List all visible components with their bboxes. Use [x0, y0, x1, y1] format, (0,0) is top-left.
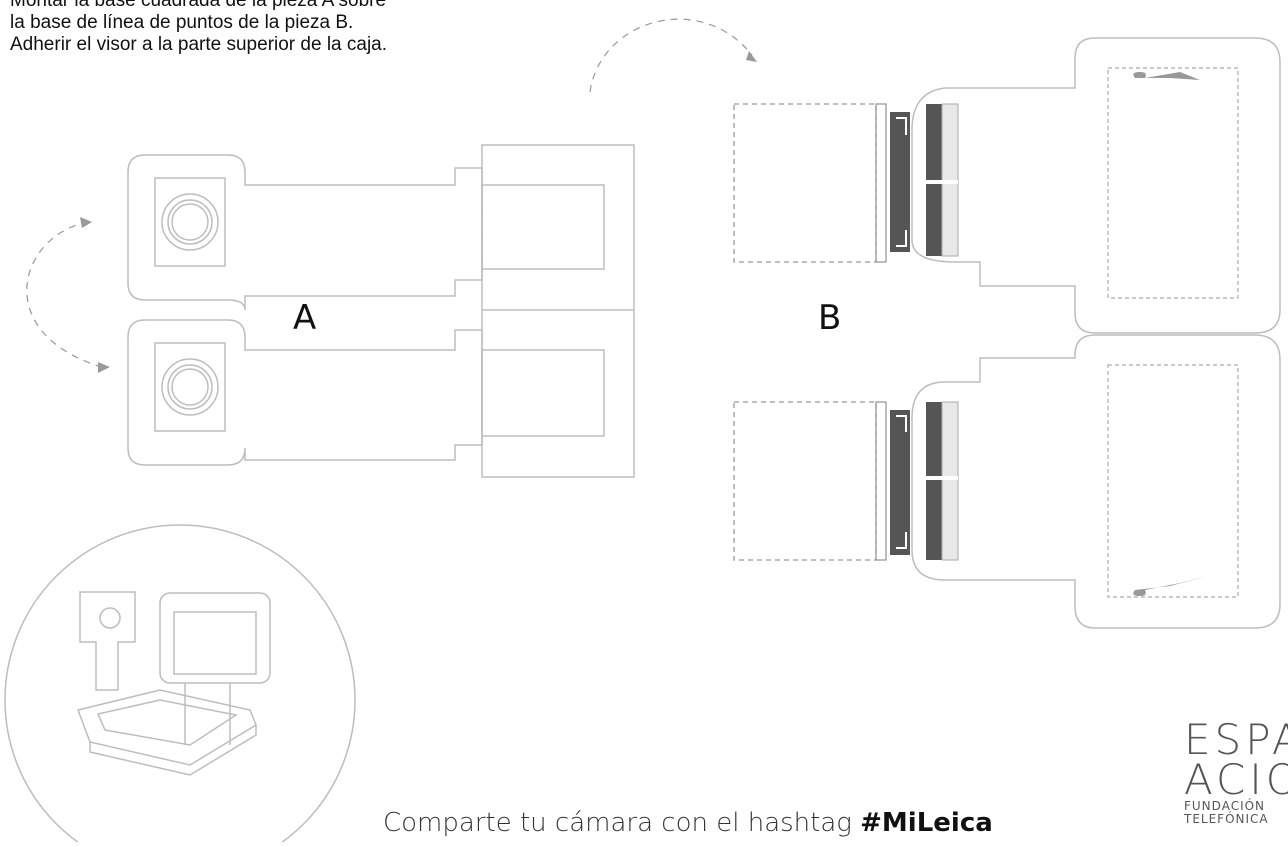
instructions-line-2: la base de línea de puntos de la pieza B… [10, 12, 354, 33]
part-a-label: A [293, 298, 317, 338]
part-b-bottom-thin-strip [875, 401, 887, 561]
preview-frame-outer [159, 592, 271, 684]
part-a-top-lens-outer [161, 193, 219, 251]
flip-arrow-a [26, 221, 99, 367]
part-b-bottom-dark-right [926, 402, 942, 560]
part-b-top-thin-strip [875, 103, 887, 263]
part-b-top-dark-left [890, 112, 910, 252]
footer-prefix: Comparte tu cámara con el hashtag [383, 808, 861, 838]
part-b-top-gap [926, 180, 958, 184]
part-b-bottom-dark-left-notch [896, 415, 907, 549]
logo-line-4: TELEFÓNICA [1184, 812, 1269, 826]
part-a-bottom-lens-frame [154, 342, 226, 432]
preview-base-front [89, 725, 257, 776]
part-b-label: B [818, 298, 842, 338]
part-a-bottom-outline [127, 319, 483, 466]
flip-arrow-a-path [26, 221, 99, 367]
part-b-bottom [733, 334, 1281, 629]
part-b-bottom-dark-left [890, 410, 910, 555]
preview-base-inner [96, 699, 238, 746]
preview-circle [4, 524, 356, 847]
part-b-bottom-scissors-icon [1133, 576, 1208, 596]
flip-arrow-a-head-bottom [98, 362, 110, 373]
part-b-bottom-outline [911, 334, 1281, 629]
part-a [127, 144, 635, 478]
part-b-bottom-dotted-window [1107, 364, 1239, 598]
footer-hashtag: #MiLeica [860, 808, 993, 838]
preview-viewfinder-post [79, 591, 136, 691]
preview-stand [184, 683, 231, 745]
flip-arrow-a-head-top [80, 217, 92, 228]
part-a-top-lens-frame [154, 177, 226, 267]
part-a-top-lens-mid [167, 199, 213, 245]
assembled-preview [4, 524, 356, 847]
part-a-box-window-top [481, 184, 605, 270]
instructions-line-1: Montar la base cuadrada de la pieza A so… [10, 0, 387, 11]
part-b-top-dark-left-notch [896, 117, 907, 247]
part-b-bottom-light-bar [941, 401, 959, 561]
part-a-top-lens-inner [171, 203, 209, 241]
logo-line-2: ACIO [1184, 755, 1288, 804]
part-b-top-outline [911, 37, 1281, 334]
instructions-text: Montar la base cuadrada de la pieza A so… [10, 0, 530, 56]
footer-hashtag-text: Comparte tu cámara con el hashtag #MiLei… [383, 808, 993, 838]
part-a-top-outline [127, 154, 483, 311]
part-b-bottom-gap [926, 476, 958, 480]
part-b-top-dotted-window [1107, 67, 1239, 299]
part-b-top [733, 37, 1281, 334]
part-b-bottom-dotted-base [733, 401, 877, 561]
transfer-arrow-path [589, 18, 753, 93]
part-b-top-scissors-icon [1133, 72, 1200, 80]
part-a-box [481, 144, 635, 478]
preview-frame-inner [173, 611, 257, 675]
part-b-top-dotted-base [733, 103, 877, 263]
part-a-bottom-lens-mid [167, 364, 213, 410]
part-a-bottom-lens-outer [161, 358, 219, 416]
instructions-line-3: Adherir el visor a la parte superior de … [10, 34, 388, 55]
preview-viewfinder-eyehole [99, 607, 121, 629]
logo-line-3: FUNDACIÓN [1184, 799, 1266, 813]
part-a-bottom-lens-inner [171, 368, 209, 406]
part-a-box-window-bottom [481, 349, 605, 437]
transfer-arrow-head [746, 51, 757, 62]
